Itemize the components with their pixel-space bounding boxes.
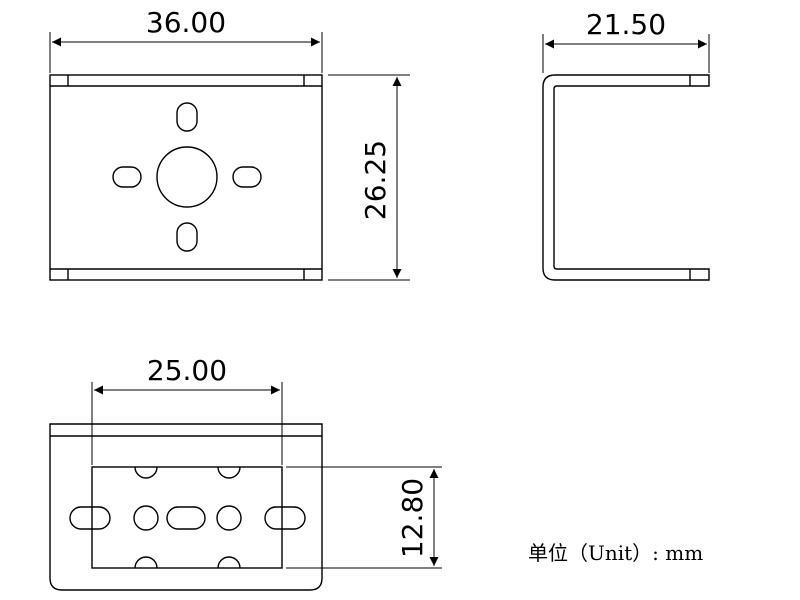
bottom-right-half-hole [217,556,241,569]
bottom-plate-outline [49,423,323,591]
center-hole [156,146,218,208]
height-dimension-label: 26.25 [359,140,392,220]
center-slot [166,506,206,530]
side-width-dimension-label: 21.50 [586,8,666,41]
width-dimension-label: 36.00 [146,6,226,39]
span-dimension-label: 25.00 [147,354,227,387]
hole-height-dimension-label: 12.80 [396,478,429,558]
right-round-hole [216,505,242,531]
mounting-region [91,466,283,569]
left-slot [112,166,142,188]
unit-label: 单位（Unit）: mm [528,541,703,565]
bottom-view: 25.00 12.80 [49,354,442,591]
side-view: 21.50 [542,8,710,281]
left-round-hole [133,505,159,531]
front-plate-outline [49,74,323,281]
front-view: 36.00 26.25 [49,6,410,281]
bottom-slot [176,222,198,252]
right-slot [232,166,262,188]
u-bracket-profile [542,74,710,281]
top-slot [176,102,198,132]
bottom-left-half-hole [134,556,158,569]
top-left-half-hole [134,466,158,479]
top-right-half-hole [217,466,241,479]
left-end-slot [69,506,111,530]
right-end-slot [264,506,306,530]
